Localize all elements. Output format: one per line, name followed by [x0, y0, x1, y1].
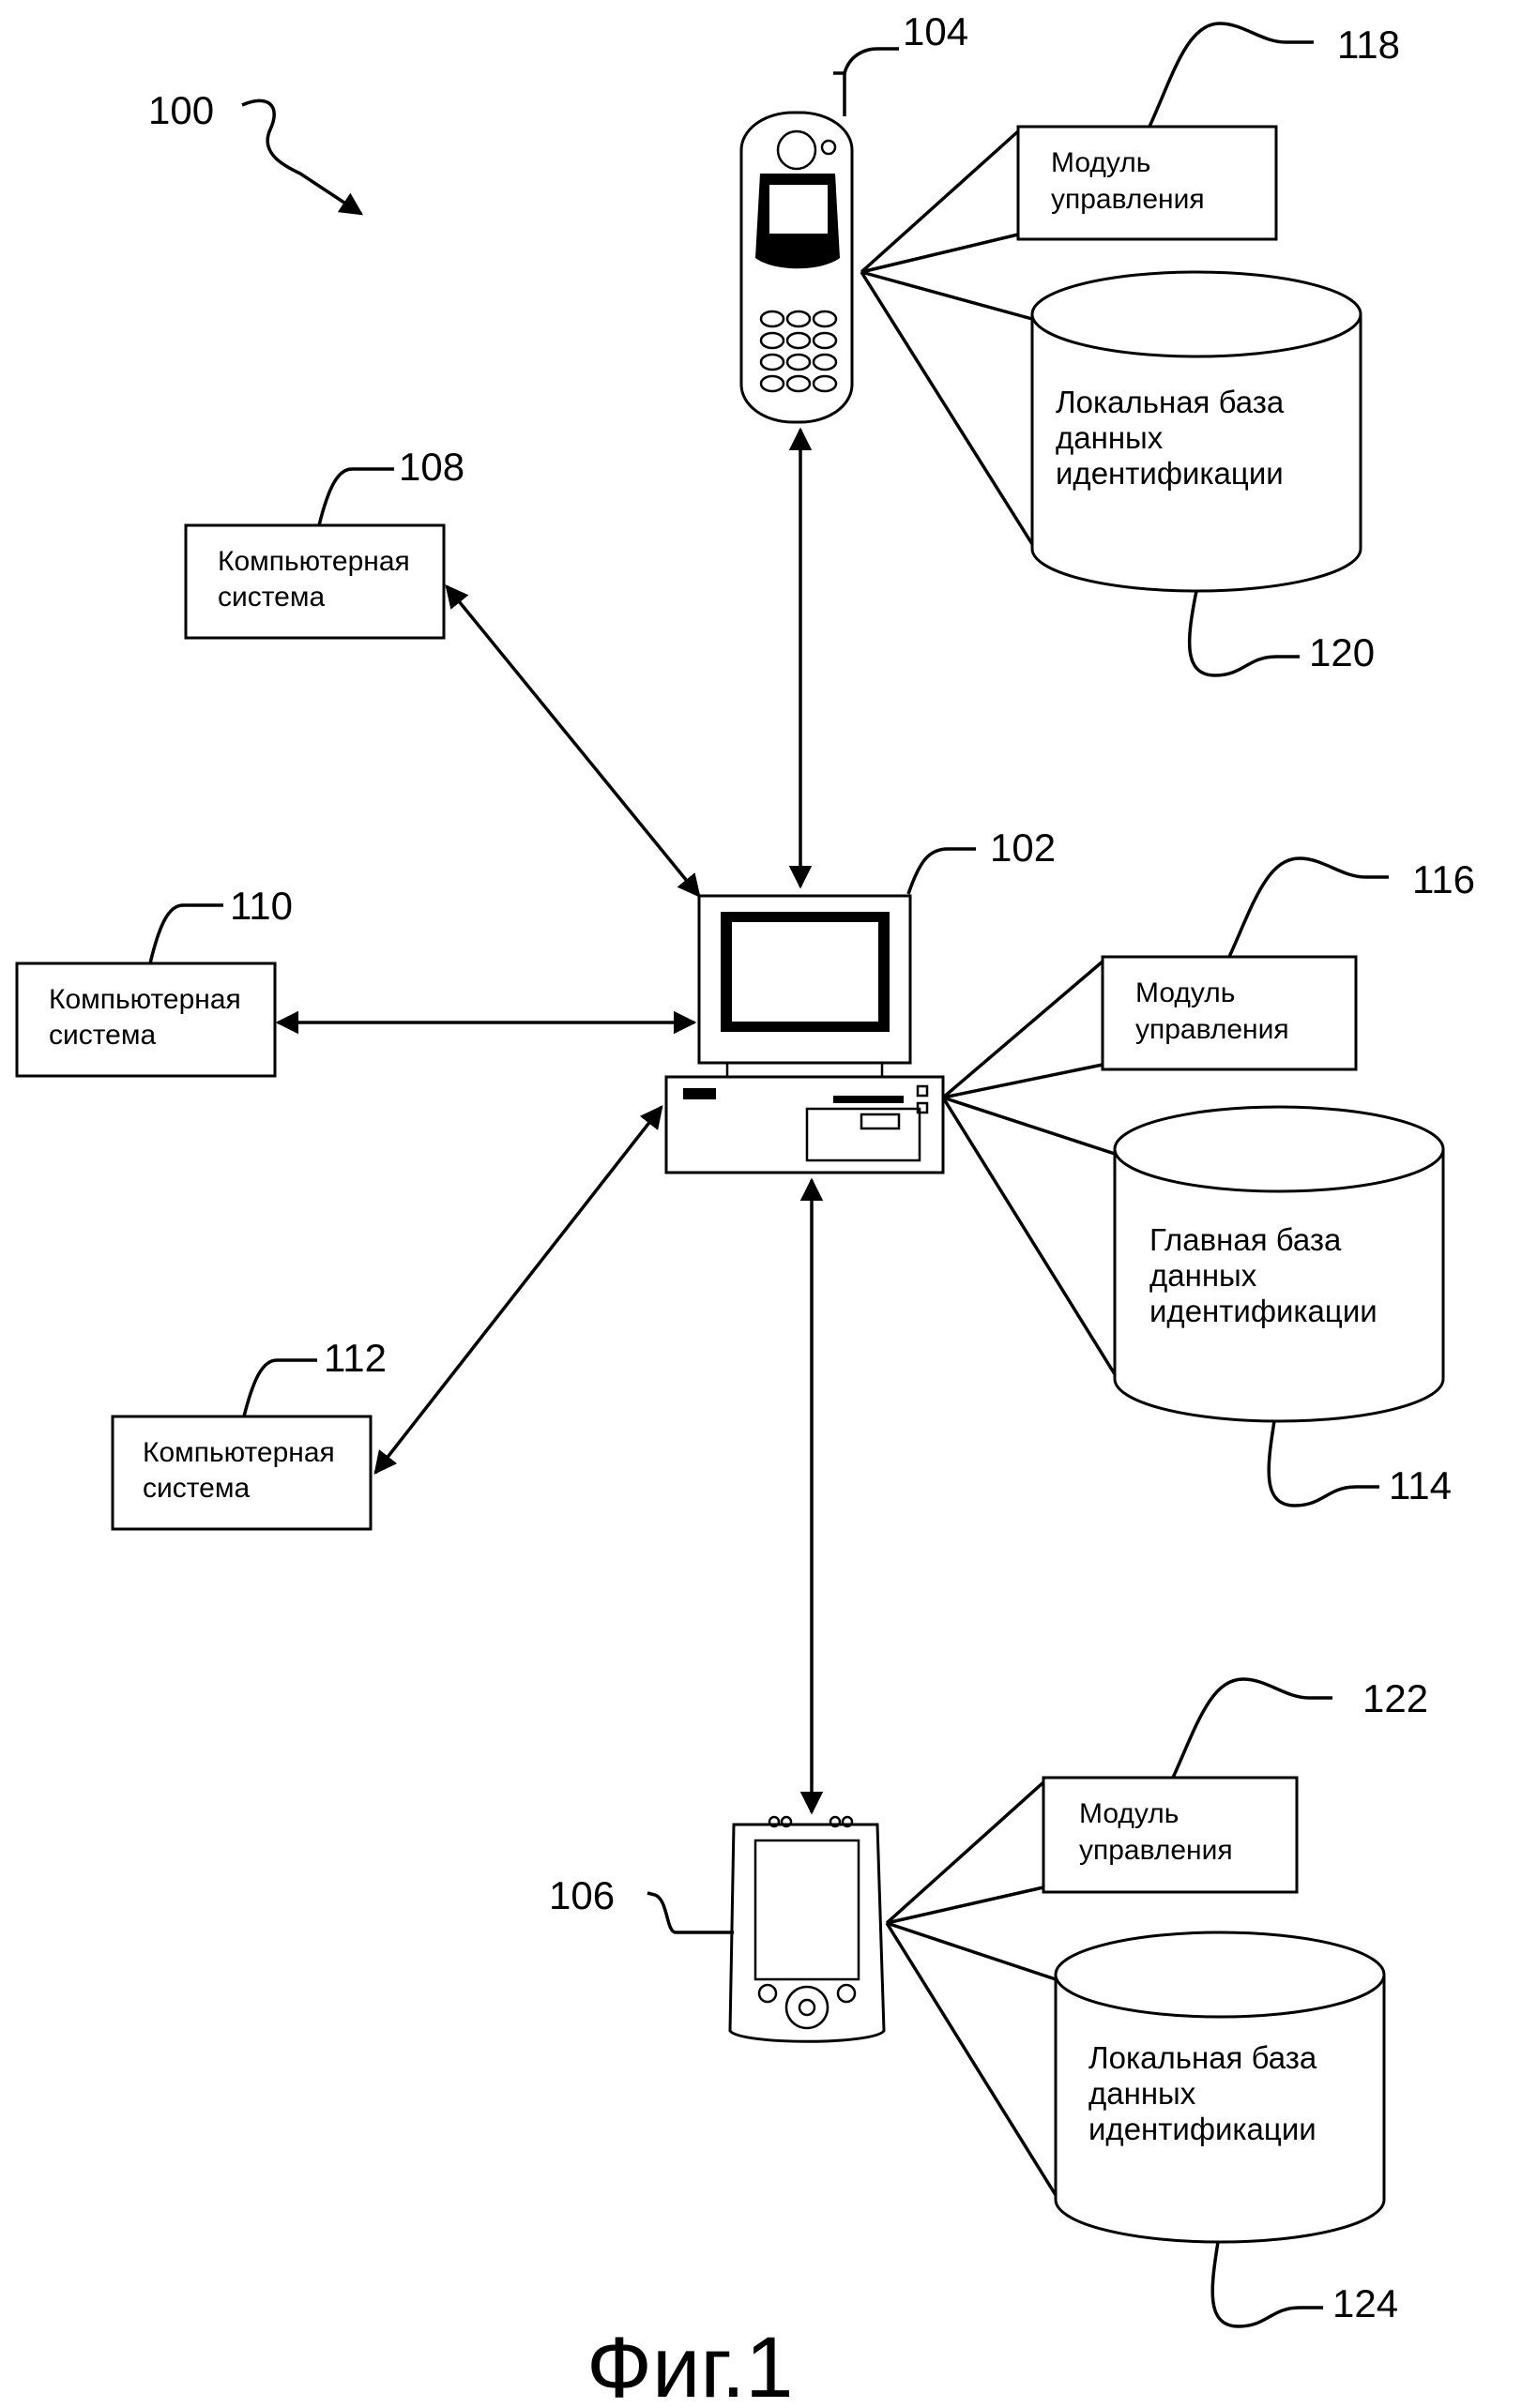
- drive-bay: [805, 1107, 921, 1162]
- system-ref-label: 100: [148, 88, 214, 132]
- phone-component-lines: [860, 129, 1034, 545]
- floppy-drive: [833, 1096, 904, 1103]
- db-label-line3: идентификации: [1056, 456, 1284, 491]
- monitor-screen: [732, 922, 878, 1022]
- db-ref-label: 114: [1389, 1463, 1452, 1507]
- control-module-116: Модуль управления 116: [1101, 856, 1475, 1071]
- computer-system-box: [111, 1415, 373, 1531]
- monitor-stand: [725, 1061, 884, 1079]
- module-box: [1042, 1776, 1299, 1894]
- db-label-line1: Локальная база: [1088, 2040, 1317, 2075]
- server-component-lines: [941, 960, 1117, 1375]
- local-identification-db-124: Локальная база данных идентификации 124: [1054, 1931, 1398, 2328]
- module-label-line1: Модуль: [1135, 977, 1235, 1008]
- module-label-line2: управления: [1135, 1014, 1289, 1045]
- pda-nav-button: [784, 1985, 829, 2030]
- module-box: [1016, 125, 1278, 241]
- computer-system-line1: Компьютерная: [143, 1437, 335, 1468]
- module-label-line1: Модуль: [1051, 147, 1150, 178]
- db-label-line1: Главная база: [1149, 1222, 1342, 1257]
- phone-screen: [769, 185, 828, 234]
- module-label-line2: управления: [1051, 184, 1205, 215]
- system-pointer-arrow: [241, 98, 364, 216]
- computer-system-box: [184, 523, 446, 640]
- main-identification-db-114: Главная база данных идентификации 114: [1113, 1105, 1452, 1507]
- computer-system-line2: система: [143, 1473, 250, 1504]
- computer-system-line2: система: [218, 582, 325, 613]
- server-ref-label: 102: [990, 825, 1056, 870]
- system-label-group: 100: [148, 88, 364, 216]
- figure-caption: Фиг.1: [586, 2320, 793, 2408]
- computer-system-line2: система: [49, 1020, 156, 1051]
- control-module-118: Модуль управления 118: [1016, 22, 1400, 241]
- db-label-line3: идентификации: [1088, 2112, 1317, 2146]
- control-module-122: Модуль управления 122: [1042, 1676, 1428, 1894]
- pda-ref-label: 106: [549, 1873, 615, 1917]
- computer-system-box: [15, 962, 277, 1078]
- phone-earpiece: [776, 129, 817, 171]
- computer-system-line1: Компьютерная: [49, 984, 241, 1015]
- computer-system-108: Компьютерная система 108: [184, 445, 464, 640]
- db-label-line2: данных: [1088, 2076, 1196, 2111]
- phone-antenna: [833, 71, 846, 116]
- module-ref-label: 116: [1412, 857, 1475, 901]
- pda-icon: 106: [549, 1815, 886, 2043]
- local-identification-db-120: Локальная база данных идентификации 120: [1030, 270, 1375, 677]
- pda-component-lines: [885, 1780, 1058, 2196]
- db-ref-label: 124: [1332, 2281, 1398, 2325]
- computer-system-110: Компьютерная система 110: [15, 884, 293, 1078]
- phone-ref-label: 104: [903, 9, 968, 53]
- pda-body: [728, 1823, 886, 2043]
- network-connections: [275, 427, 824, 1815]
- pda-screen: [753, 1839, 860, 1981]
- computer-system-ref: 110: [230, 884, 293, 928]
- db-label-line2: данных: [1056, 420, 1164, 455]
- computer-system-ref: 112: [324, 1336, 387, 1380]
- module-label-line1: Модуль: [1079, 1798, 1179, 1829]
- db-label-line3: идентификации: [1149, 1294, 1377, 1328]
- server-system108-link: [445, 584, 701, 898]
- server-system112-link: [373, 1105, 663, 1475]
- desktop-server-icon: 102: [664, 825, 1056, 1174]
- module-box: [1101, 955, 1358, 1071]
- phone-keypad: [759, 310, 838, 393]
- db-label-line1: Локальная база: [1056, 385, 1285, 419]
- computer-system-line1: Компьютерная: [218, 546, 410, 577]
- module-label-line2: управления: [1079, 1835, 1233, 1866]
- db-label-line2: данных: [1149, 1258, 1257, 1293]
- computer-system-ref: 108: [399, 445, 464, 489]
- module-ref-label: 122: [1362, 1676, 1428, 1720]
- db-ref-label: 120: [1309, 630, 1375, 674]
- mobile-phone-icon: 104: [739, 9, 968, 424]
- computer-system-112: Компьютерная система 112: [111, 1336, 387, 1531]
- module-ref-label: 118: [1337, 23, 1400, 67]
